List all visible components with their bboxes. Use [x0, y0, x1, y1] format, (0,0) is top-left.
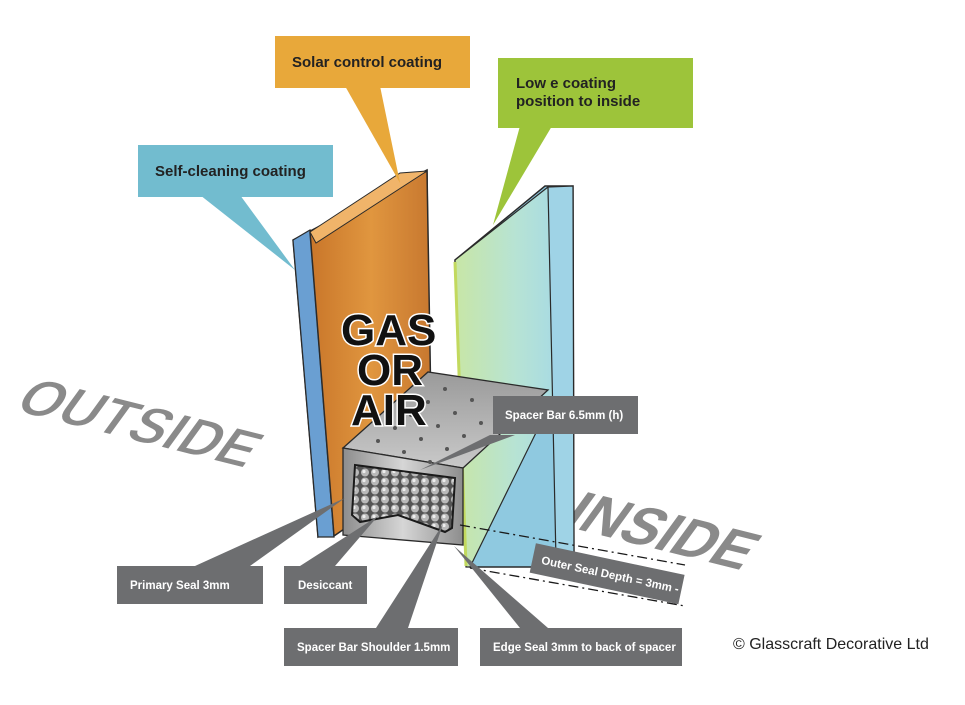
gas-text: GAS [341, 306, 436, 355]
outer-seal-depth-lines [459, 524, 686, 607]
self-cleaning-text: Self-cleaning coating [155, 163, 306, 180]
copyright-text: © Glasscraft Decorative Ltd [733, 636, 929, 653]
inner-glass-pane [453, 185, 575, 568]
air-text: AIR [351, 386, 427, 435]
spacer-shoulder-text: Spacer Bar Shoulder 1.5mm [297, 642, 450, 654]
or-text: OR [357, 346, 423, 395]
desiccant-callout: Desiccant [284, 516, 378, 604]
solar-control-callout: Solar control coating [275, 36, 470, 183]
primary-seal-text: Primary Seal 3mm [130, 580, 230, 592]
spacer-bar-text: Spacer Bar 6.5mm (h) [505, 410, 623, 422]
outside-label: OUTSIDE [5, 367, 276, 478]
solar-control-text: Solar control coating [292, 54, 442, 71]
low-e-line2: position to inside [516, 93, 640, 110]
primary-seal-callout: Primary Seal 3mm [117, 498, 345, 604]
low-e-callout: Low e coating position to inside [493, 58, 693, 225]
low-e-line1: Low e coating [516, 75, 616, 92]
self-cleaning-callout: Self-cleaning coating [138, 145, 333, 270]
spacer-bar-callout: Spacer Bar 6.5mm (h) [420, 396, 638, 470]
gas-or-air-label: GAS OR AIR [340, 305, 438, 437]
edge-seal-callout: Edge Seal 3mm to back of spacer [454, 546, 682, 666]
edge-seal-text: Edge Seal 3mm to back of spacer [493, 642, 676, 654]
desiccant-text: Desiccant [298, 580, 353, 592]
spacer-shoulder-callout: Spacer Bar Shoulder 1.5mm [284, 524, 458, 666]
